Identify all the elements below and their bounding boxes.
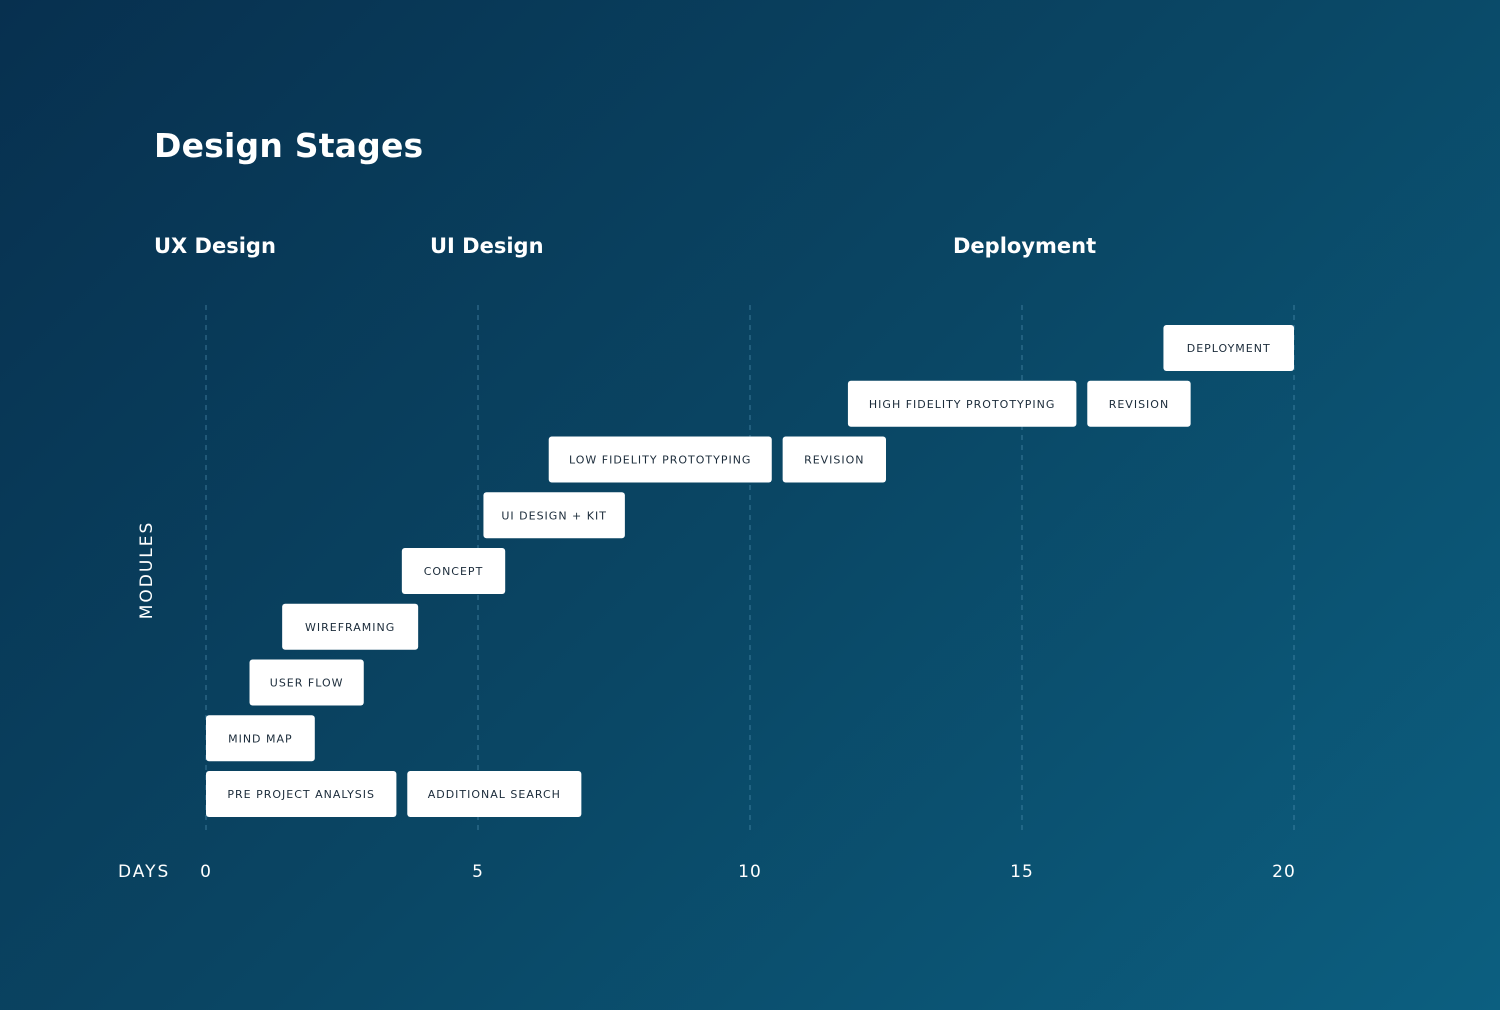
x-axis-title: DAYS (118, 862, 170, 882)
x-tick-label-10: 10 (738, 862, 762, 882)
task-label-high-fidelity-prototyping: HIGH FIDELITY PROTOTYPING (869, 398, 1056, 411)
task-bar-concept (401, 548, 506, 594)
task-label-revision: REVISION (804, 454, 864, 467)
task-label-deployment: DEPLOYMENT (1187, 342, 1271, 355)
task-bar-high-fidelity-prototyping (847, 380, 1077, 427)
y-axis-title: MODULES (137, 521, 157, 620)
task-bar-revision (782, 436, 886, 483)
task-label-revision: REVISION (1109, 398, 1169, 411)
task-bar-pre-project-analysis (206, 771, 397, 817)
x-axis-ticks: 0 5 10 15 20 (200, 862, 1296, 882)
task-label-wireframing: WIREFRAMING (305, 621, 395, 634)
task-bar-mind-map (206, 715, 315, 762)
task-bar-wireframing (282, 603, 419, 650)
task-bar-low-fidelity-prototyping (548, 436, 772, 483)
phase-label-ui-design: UI Design (430, 234, 544, 258)
task-label-concept: CONCEPT (424, 565, 484, 578)
task-bar-revision (1087, 380, 1191, 427)
phase-label-deployment: Deployment (953, 234, 1097, 258)
chart-title: Design Stages (154, 126, 424, 165)
task-bar-additional-search (407, 771, 582, 817)
task-label-low-fidelity-prototyping: LOW FIDELITY PROTOTYPING (569, 454, 751, 467)
task-label-ui-design-kit: UI DESIGN + KIT (501, 509, 607, 522)
task-bar-user-flow (249, 659, 364, 706)
task-bars: PRE PROJECT ANALYSIS ADDITIONAL SEARCH MIN… (206, 325, 1294, 817)
task-bar-deployment (1163, 325, 1294, 371)
x-tick-label-0: 0 (200, 862, 212, 882)
task-label-pre-project-analysis: PRE PROJECT ANALYSIS (227, 788, 375, 801)
x-tick-label-5: 5 (472, 862, 484, 882)
task-label-user-flow: USER FLOW (270, 677, 344, 690)
x-tick-label-20: 20 (1272, 862, 1296, 882)
x-tick-label-15: 15 (1010, 862, 1034, 882)
phase-label-ux-design: UX Design (154, 234, 276, 258)
task-label-additional-search: ADDITIONAL SEARCH (428, 788, 561, 801)
task-label-mind-map: MIND MAP (228, 732, 293, 745)
task-bar-ui-design-kit (483, 492, 625, 539)
